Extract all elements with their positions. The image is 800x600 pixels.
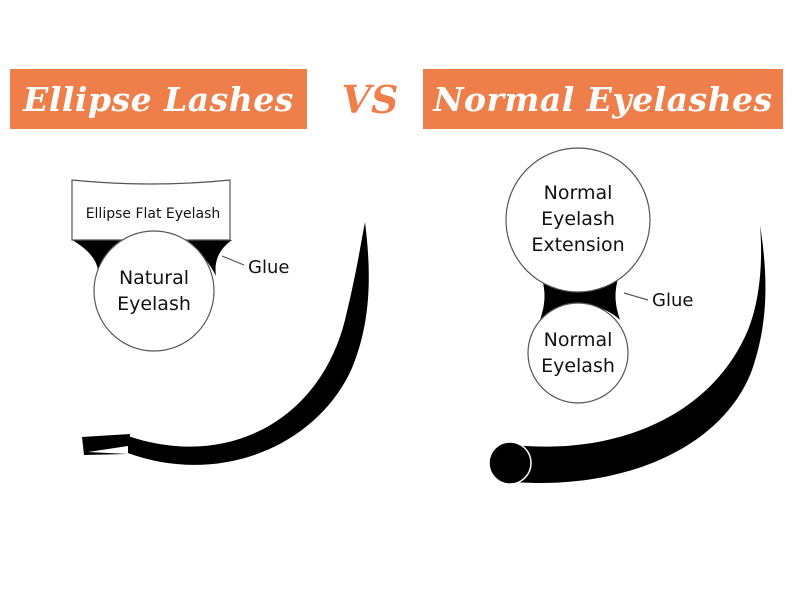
glue-pointer-right: [623, 292, 649, 301]
ellipse-lashes-banner: Ellipse Lashes: [10, 69, 307, 129]
vs-label: VS: [341, 76, 399, 122]
normal-eyelash-label-line1: Normal: [544, 329, 613, 351]
normal-eyelash-extension-circle: [505, 147, 651, 293]
normal-eyelash-circle: [527, 302, 629, 404]
ellipse-flat-eyelash-label: Ellipse Flat Eyelash: [86, 206, 221, 222]
normal-lash-diagram: Normal Eyelash Extension Normal Eyelash …: [488, 147, 766, 485]
ellipse-flat-eyelash-shape: [71, 179, 231, 241]
natural-eyelash-circle: [93, 230, 215, 352]
normal-lash-curve: [515, 225, 766, 484]
ellipse-lashes-title: Ellipse Lashes: [23, 79, 294, 119]
natural-eyelash-label-line2: Eyelash: [117, 293, 191, 315]
natural-eyelash-label-line1: Natural: [119, 267, 189, 289]
glue-left: [72, 232, 232, 276]
glue-label-left: Glue: [248, 257, 289, 278]
normal-lash-round-base: [488, 441, 532, 485]
normal-eyelashes-banner: Normal Eyelashes: [423, 69, 783, 129]
extension-label-line1: Normal: [544, 182, 613, 204]
normal-eyelashes-title: Normal Eyelashes: [433, 79, 773, 119]
extension-label-line2: Eyelash: [541, 208, 615, 230]
normal-eyelash-label-line2: Eyelash: [541, 355, 615, 377]
glue-label-right: Glue: [652, 290, 693, 311]
ellipse-lash-diagram: Ellipse Flat Eyelash Natural Eyelash Glu…: [71, 179, 369, 465]
ellipse-lash-curve: [125, 222, 369, 465]
glue-pointer-left: [221, 255, 245, 266]
ellipse-lash-slit: [88, 446, 128, 454]
extension-label-line3: Extension: [531, 234, 624, 256]
